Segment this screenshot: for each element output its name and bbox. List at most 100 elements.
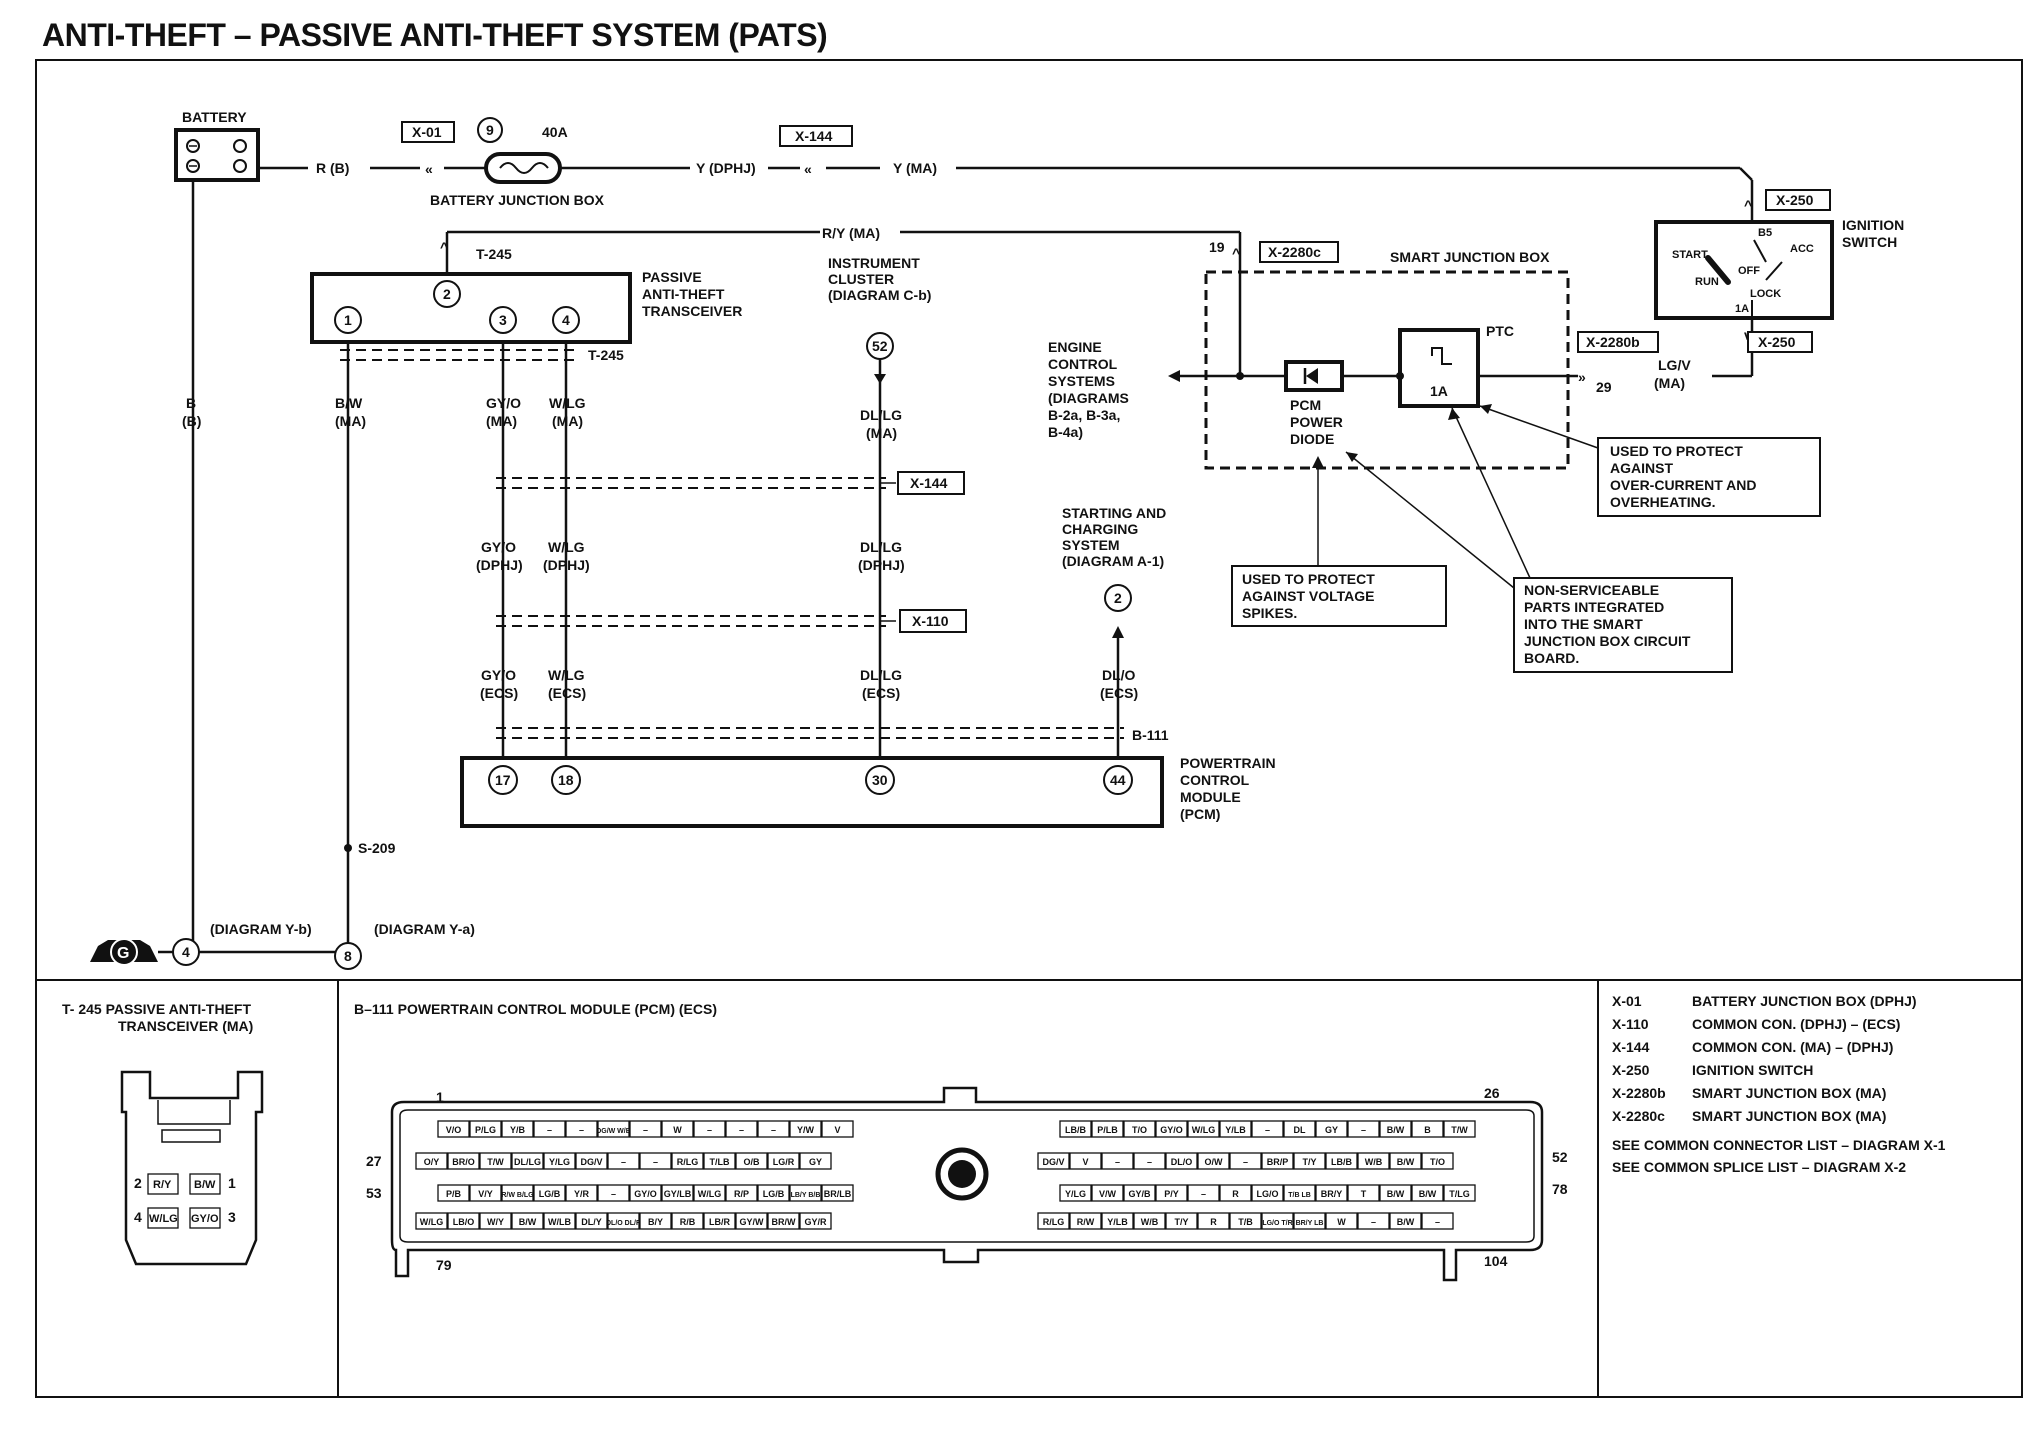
pcm-pin-cell bbox=[511, 1152, 544, 1170]
pcm-pin-label: – bbox=[1361, 1125, 1366, 1135]
pcm-pin-cell bbox=[1293, 1152, 1326, 1170]
pcm-pin-cell bbox=[1251, 1120, 1284, 1138]
pcm-pin-label: – bbox=[643, 1125, 648, 1135]
pcm-pin-label: T/O bbox=[1430, 1157, 1445, 1167]
pcm-pin-label: W/LG bbox=[698, 1189, 722, 1199]
starting-label-4: (DIAGRAM A-1) bbox=[1062, 553, 1164, 569]
pcm-pin-cell bbox=[725, 1120, 758, 1138]
battery: BATTERY bbox=[174, 109, 260, 182]
svg-text:AGAINST VOLTAGE: AGAINST VOLTAGE bbox=[1242, 588, 1374, 604]
connector-x2280c-label: X-2280c bbox=[1268, 244, 1321, 260]
t245-title-1: T- 245 PASSIVE ANTI-THEFT bbox=[62, 1001, 251, 1017]
pcm-pin-label: P/B bbox=[446, 1189, 462, 1199]
pcm-pin-cell bbox=[735, 1212, 768, 1230]
wire-wlg-ma-1: W/LG bbox=[549, 395, 586, 411]
pcm-pin-label: GY/O bbox=[1160, 1125, 1183, 1135]
pcm-pin-label: O/Y bbox=[424, 1157, 440, 1167]
pcm-pin-label: B/W bbox=[519, 1217, 537, 1227]
ignition-key-icon bbox=[1705, 255, 1731, 285]
pcm-pin-label: W bbox=[1337, 1217, 1346, 1227]
pcm-pin-cell bbox=[725, 1184, 758, 1202]
pcm-pin-label: B/W bbox=[1387, 1189, 1405, 1199]
svg-text:NON-SERVICEABLE: NON-SERVICEABLE bbox=[1524, 582, 1659, 598]
pcm-pin-cell bbox=[1379, 1120, 1412, 1138]
pcm-pin-label: T/Y bbox=[1302, 1157, 1316, 1167]
pcm-pin-label: O/B bbox=[743, 1157, 760, 1167]
pcm-pin-cell bbox=[511, 1212, 544, 1230]
pcm-pin-label: T/Y bbox=[1174, 1217, 1188, 1227]
pcm-box bbox=[460, 756, 1164, 828]
ptc-label: PTC bbox=[1486, 323, 1514, 339]
pcm-pin-cell bbox=[543, 1152, 576, 1170]
pcm-pin-label: DL/O DL/R bbox=[606, 1220, 641, 1227]
instrument-label-2: CLUSTER bbox=[828, 271, 894, 287]
pcm-pin-label: – bbox=[1201, 1189, 1206, 1199]
pcm-pin-cell bbox=[1261, 1152, 1294, 1170]
pcm-pin-label: LB/B bbox=[1065, 1125, 1086, 1135]
wire-b-2: (B) bbox=[182, 413, 201, 429]
pcm-pin-label: Y/LB bbox=[1225, 1125, 1246, 1135]
connector-chevron-icon: « bbox=[804, 161, 812, 177]
pcm-pin-label: R/W B/LG bbox=[501, 1192, 534, 1199]
pcm-pin-label: – bbox=[1265, 1125, 1270, 1135]
chevron-icon: ^ bbox=[1232, 245, 1240, 261]
ign-b5: B5 bbox=[1758, 227, 1772, 239]
legend-code: X-144 bbox=[1612, 1039, 1650, 1055]
arrow-left-icon bbox=[1168, 370, 1180, 382]
pcm-pin-label: LB/B bbox=[1331, 1157, 1352, 1167]
connector-x110 bbox=[899, 609, 967, 633]
sjb-box bbox=[1204, 270, 1570, 470]
note-ptc bbox=[1597, 437, 1821, 517]
pcm-pin-cell bbox=[703, 1152, 736, 1170]
pcm-pin-label: LG/R bbox=[773, 1157, 795, 1167]
svg-text:3: 3 bbox=[499, 312, 507, 328]
pcm-pin-cell bbox=[629, 1120, 662, 1138]
diag-yb: (DIAGRAM Y-b) bbox=[210, 921, 312, 937]
pcm-pin-label: W/LG bbox=[1192, 1125, 1216, 1135]
engine-label-2: CONTROL bbox=[1048, 356, 1118, 372]
pcm-pin-label: DL/O bbox=[1171, 1157, 1193, 1167]
pcm-pin-cell bbox=[735, 1152, 768, 1170]
see-connector-list: SEE COMMON CONNECTOR LIST – DIAGRAM X-1 bbox=[1612, 1137, 1946, 1153]
pcm-pin-label: BR/LB bbox=[824, 1189, 852, 1199]
ign-acc: ACC bbox=[1790, 243, 1814, 255]
pcm-pin-cell bbox=[1059, 1120, 1092, 1138]
pats-conn-top: T-245 bbox=[476, 246, 512, 262]
pcm-pin-label: DG/V bbox=[580, 1157, 602, 1167]
pcm-pin-label: – bbox=[621, 1157, 626, 1167]
note-diode bbox=[1231, 565, 1447, 627]
pcm-pin-label: T/B bbox=[1238, 1217, 1253, 1227]
pcm-pin-label: V bbox=[834, 1125, 840, 1135]
pcm-pin-label: – bbox=[1147, 1157, 1152, 1167]
pcm-pin-label: B/W bbox=[1419, 1189, 1437, 1199]
pcm-pin-label: T/W bbox=[1451, 1125, 1468, 1135]
wire-gyo-d-2: (DPHJ) bbox=[476, 557, 523, 573]
pats-pins: 1 2 3 4 bbox=[334, 280, 580, 334]
svg-text:79: 79 bbox=[436, 1257, 452, 1273]
arrow-up-icon bbox=[1112, 626, 1124, 638]
pcm-pin-cell bbox=[437, 1120, 470, 1138]
pcm-pin-cell bbox=[469, 1120, 502, 1138]
ign-start: START bbox=[1672, 249, 1708, 261]
pats-box bbox=[310, 272, 632, 344]
pcm-pin-label: LB/R bbox=[709, 1217, 730, 1227]
pcm-pin-cell bbox=[1101, 1212, 1134, 1230]
pcm-label-2: CONTROL bbox=[1180, 772, 1250, 788]
pcm-pin-label: – bbox=[611, 1189, 616, 1199]
svg-text:4: 4 bbox=[134, 1209, 142, 1225]
pcm-pin-label: DL/LG bbox=[514, 1157, 541, 1167]
wire-gyo-e-1: GY/O bbox=[481, 667, 516, 683]
pcm-pin-cell bbox=[533, 1120, 566, 1138]
sjb-pin-29: 29 bbox=[1596, 379, 1612, 395]
wire-wlg-e-2: (ECS) bbox=[548, 685, 586, 701]
pcm-pin-label: BR/Y bbox=[1321, 1189, 1343, 1199]
chevron-icon: » bbox=[1578, 369, 1586, 385]
pcm-pin-label: B/W bbox=[1387, 1125, 1405, 1135]
legend-desc: SMART JUNCTION BOX (MA) bbox=[1692, 1108, 1886, 1124]
pcm-pin-label: R/LG bbox=[1043, 1217, 1065, 1227]
ptc-value: 1A bbox=[1430, 383, 1448, 399]
pcm-pin-label: B/Y bbox=[648, 1217, 663, 1227]
pcm-pin-cell bbox=[693, 1184, 726, 1202]
connector-x110-label: X-110 bbox=[912, 613, 949, 629]
pcm-pin-cell bbox=[543, 1212, 576, 1230]
